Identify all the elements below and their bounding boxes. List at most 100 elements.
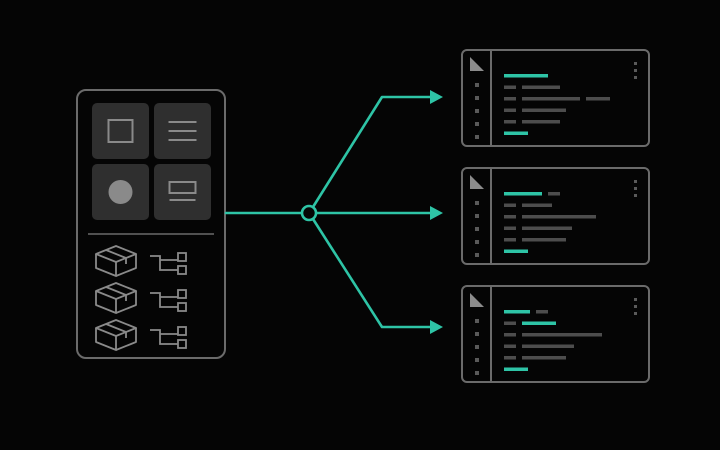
line-number-marker [475,253,479,257]
package-box-icon [95,282,137,314]
code-editor-window[interactable] [461,49,650,147]
box-left [95,254,117,277]
line-number-marker [475,109,479,113]
tree-branch-icon [150,252,187,275]
editor-frame [461,49,650,147]
line-number-marker [475,319,479,323]
code-token [522,120,560,124]
line-number-marker [475,83,479,87]
code-token [522,226,572,230]
tree-branch [150,292,178,308]
square-outline-icon [107,119,134,143]
block-shape [168,181,197,194]
kebab-menu-icon[interactable] [634,76,637,79]
code-token [522,333,602,337]
kebab-menu-icon[interactable] [634,312,637,315]
code-token [522,108,566,112]
code-token [504,108,516,112]
file-corner-icon [470,293,484,307]
line-number-marker [475,122,479,126]
component-row[interactable] [95,282,187,314]
box-right [115,328,137,351]
code-token [522,215,596,219]
code-token [522,85,560,89]
square-shape [107,119,134,143]
code-token [522,97,580,101]
code-token [504,344,516,348]
filled-circle-icon [108,180,133,204]
box-tape [105,249,127,264]
tree-node [177,339,187,349]
kebab-menu-icon[interactable] [634,180,637,183]
layout-block-icon [168,181,197,201]
component-tile[interactable] [154,164,211,220]
line-number-marker [475,96,479,100]
line-number-marker [475,227,479,231]
code-token [504,356,516,360]
kebab-menu-icon[interactable] [634,305,637,308]
tree-node [177,326,187,336]
code-token-highlight [504,74,548,78]
arrow-head-icon [430,206,443,220]
code-token [548,192,560,196]
tree-branch-icon [150,289,187,312]
box-tape [105,286,127,301]
kebab-menu-icon[interactable] [634,62,637,65]
tree-branch [150,329,178,345]
connector-lines [224,95,434,329]
tree-node [177,302,187,312]
line-number-marker [475,214,479,218]
box-left [95,291,117,314]
component-row[interactable] [95,245,187,277]
component-tile[interactable] [92,164,149,220]
component-row[interactable] [95,319,187,351]
code-token [504,333,516,337]
code-token [504,85,516,89]
file-corner-icon [470,57,484,71]
text-lines-icon [168,121,197,141]
line-number-marker [475,201,479,205]
code-token [522,344,574,348]
component-library-panel [76,89,226,359]
box-left [95,328,117,351]
arrow-head-icon [430,320,443,334]
kebab-menu-icon[interactable] [634,298,637,301]
code-token-highlight [504,367,528,371]
code-editor-window[interactable] [461,285,650,383]
code-token-highlight [504,131,528,135]
tile-background [92,103,149,159]
circle-shape [108,180,133,204]
kebab-menu-icon[interactable] [634,69,637,72]
box-right [115,254,137,277]
arrow-head-icon [430,90,443,104]
code-token [504,120,516,124]
kebab-menu-icon[interactable] [634,187,637,190]
editor-frame [461,167,650,265]
code-token [504,215,516,219]
code-token-highlight [504,310,530,314]
line-number-marker [475,135,479,139]
code-editor-window[interactable] [461,167,650,265]
panel-frame [76,89,226,359]
code-token [504,203,516,207]
line-number-marker [475,358,479,362]
code-token [522,238,566,242]
kebab-menu-icon[interactable] [634,194,637,197]
component-tile[interactable] [154,103,211,159]
file-corner-icon [470,175,484,189]
component-tile[interactable] [92,103,149,159]
code-token [504,321,516,325]
tree-node [177,265,187,275]
code-token [522,356,566,360]
line-number-marker [475,345,479,349]
code-token [504,97,516,101]
package-box-icon [95,319,137,351]
code-token [504,226,516,230]
box-tape [105,323,127,338]
package-box-icon [95,245,137,277]
code-token [536,310,548,314]
line-number-marker [475,240,479,244]
line-number-marker [475,332,479,336]
